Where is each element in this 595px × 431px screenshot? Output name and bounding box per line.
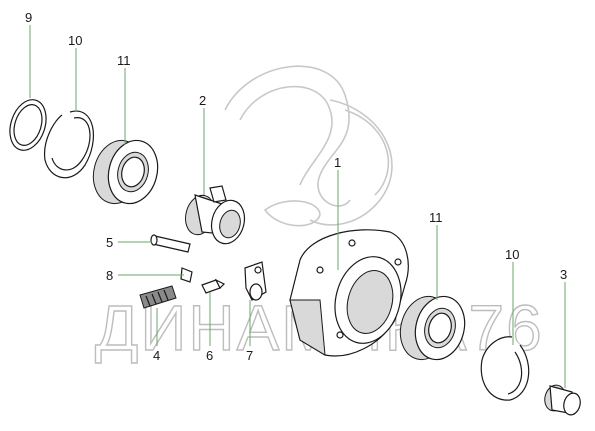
callout-5: 5 [106,235,113,250]
spring-4 [139,285,177,309]
pin-5 [150,234,191,253]
plunger-6 [201,278,226,294]
callouts: 9 10 11 2 1 11 10 3 5 8 4 6 7 [25,10,567,363]
leader-lines [29,25,566,388]
callout-3: 3 [560,267,567,282]
callout-9: 9 [25,10,32,25]
housing-1 [289,229,409,357]
sleeve-3 [544,384,581,416]
bearing-11-right [399,295,466,361]
callout-4: 4 [153,348,160,363]
circlip-10-right [480,336,530,401]
watermark-logo [224,65,393,227]
callout-11-left: 11 [117,53,131,68]
callout-2: 2 [199,93,206,108]
callout-7: 7 [246,348,253,363]
callout-10-right: 10 [505,247,519,262]
callout-6: 6 [206,348,213,363]
callout-1: 1 [334,155,341,170]
bearing-11-left [92,139,159,205]
callout-11-right: 11 [429,210,443,225]
circlip-10-left [43,110,94,179]
bracket-7 [244,261,267,301]
splined-hub-2 [185,185,246,245]
callout-8: 8 [106,268,113,283]
callout-10-left: 10 [68,33,82,48]
retaining-ring-9 [9,99,47,151]
